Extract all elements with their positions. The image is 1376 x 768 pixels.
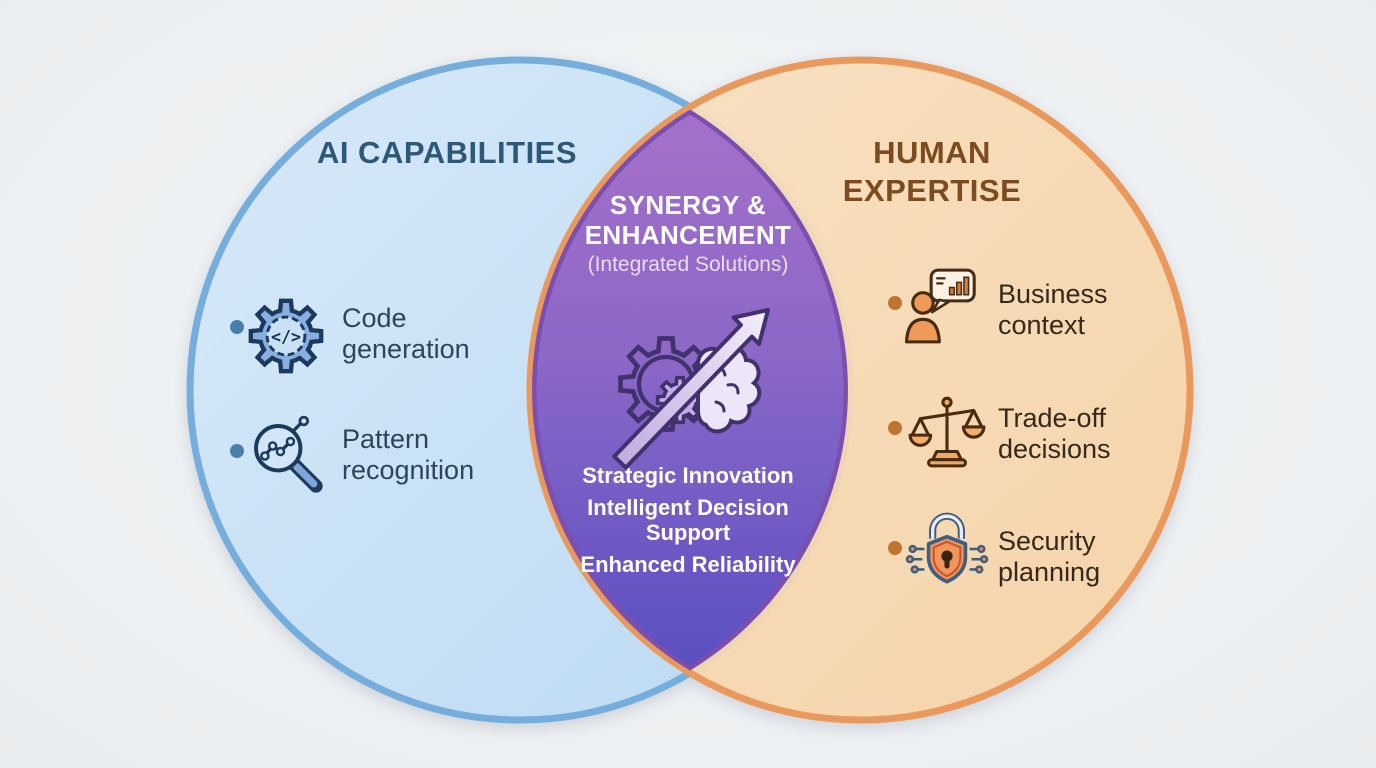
overlap-item: Strategic Innovation [582,463,794,488]
right-circle-title: HUMAN EXPERTISE [842,135,1022,208]
overlap-item: Intelligent Decision Support [587,495,789,545]
code-glyph: </> [271,328,301,347]
right-item-label: Security planning [998,526,1101,587]
gear-code-icon: </> [246,296,326,376]
overlap-item: Enhanced Reliability [580,552,796,577]
right-item-label: Trade-off decisions [998,403,1111,464]
left-item-label: Pattern recognition [342,424,475,485]
gear-brain-growth-arrow-icon [612,308,770,470]
bullet-dot [888,421,902,435]
overlap-heading: SYNERGY & ENHANCEMENT (Integrated Soluti… [538,190,838,278]
left-circle-title: AI CAPABILITIES [316,135,578,170]
overlap-items-list: Strategic Innovation Intelligent Decisio… [548,463,828,584]
overlap-subtitle: (Integrated Solutions) [587,253,789,276]
left-item-label: Code generation [342,303,470,364]
bullet-dot [230,444,244,458]
right-item-label: Business context [998,279,1108,340]
person-chart-bubble-icon [905,268,976,344]
growth-arrow [612,308,770,470]
bullet-dot [888,296,902,310]
bullet-dot [230,320,244,334]
balance-scale-icon [908,396,986,468]
magnifier-trend-icon [254,415,323,493]
bullet-dot [888,541,902,555]
shield-lock-circuit-icon [905,512,989,584]
overlap-title: SYNERGY & ENHANCEMENT [584,190,792,250]
